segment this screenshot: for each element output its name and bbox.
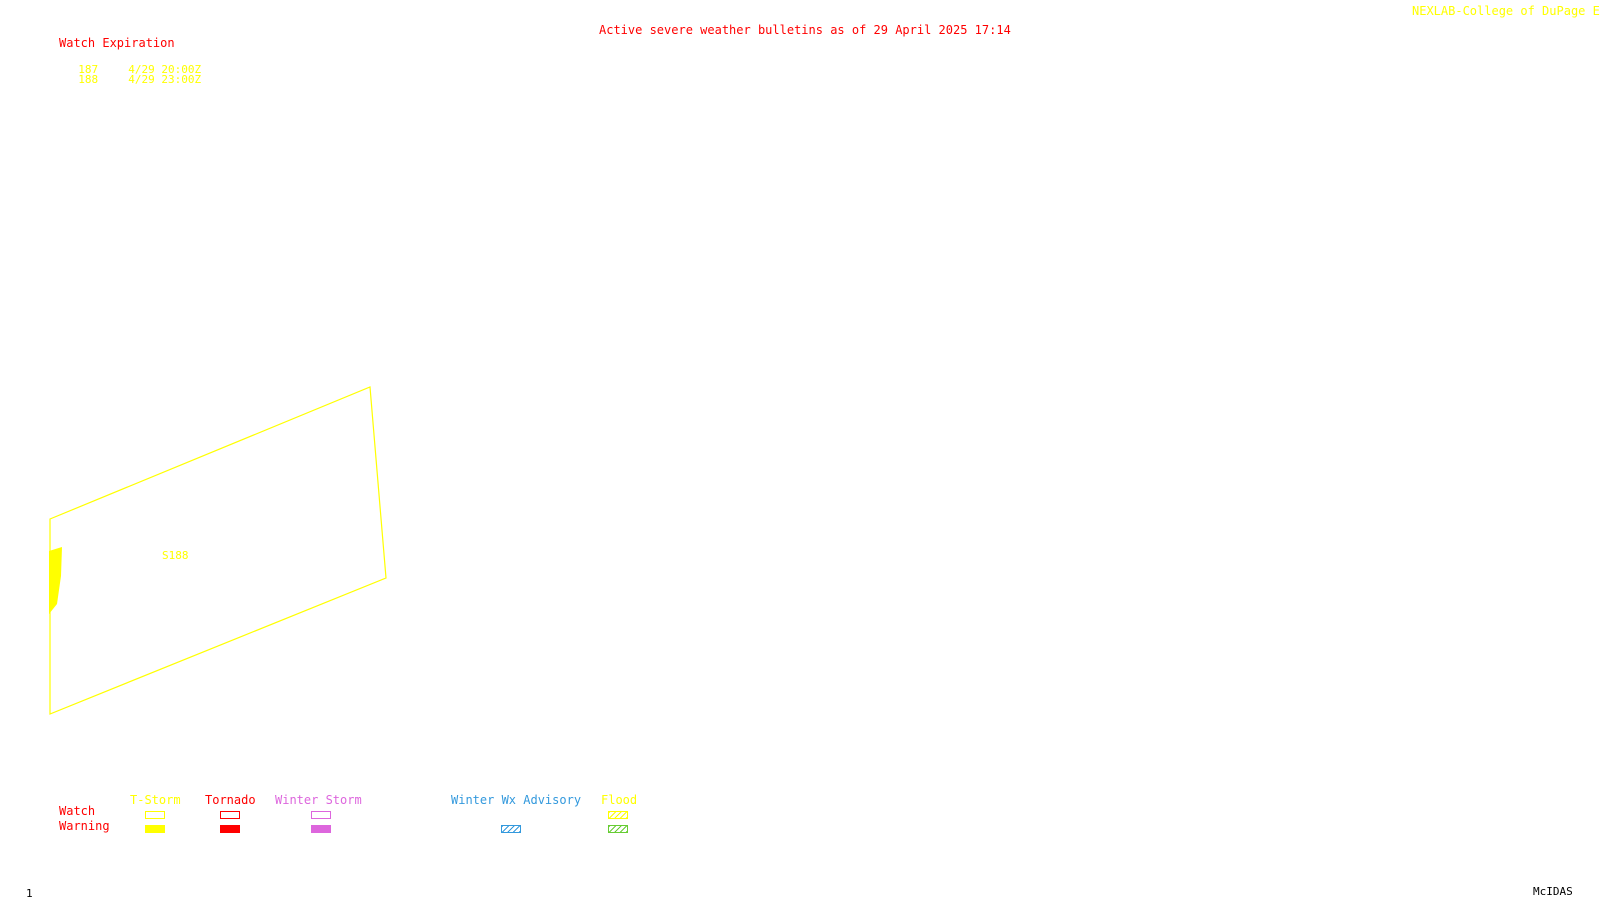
legend-tstorm-label: T-Storm <box>130 793 181 807</box>
watch-number: 187 <box>78 63 99 76</box>
winter-wx-advisory-swatch <box>501 825 521 833</box>
watch-expires: 4/29 20:00Z <box>128 63 202 76</box>
watch-expires: 4/29 23:00Z <box>128 73 202 86</box>
watch-expiration-row: 187 4/29 20:00Z <box>65 55 201 75</box>
tornado-watch-swatch <box>220 811 240 819</box>
legend-winter-wx-advisory-label: Winter Wx Advisory <box>451 793 582 807</box>
legend-winter-storm-label: Winter Storm <box>275 793 362 807</box>
tornado-warning-swatch <box>220 825 240 833</box>
watch-number: 188 <box>78 73 99 86</box>
legend-warning-label: Warning <box>59 819 110 833</box>
legend-watch-label: Watch <box>59 804 96 818</box>
winter-storm-watch-swatch <box>311 811 331 819</box>
winter-storm-warning-swatch <box>311 825 331 833</box>
watch-polygon-188[interactable] <box>49 386 387 715</box>
tstorm-watch-swatch <box>145 811 165 819</box>
watch-expiration-title: Watch Expiration <box>59 36 175 50</box>
tstorm-warning-swatch <box>145 825 165 833</box>
credit-text: NEXLAB-College of DuPage E <box>1412 4 1600 18</box>
page-number: 1 <box>26 887 33 900</box>
legend-flood-label: Flood <box>601 793 638 807</box>
bulletin-title: Active severe weather bulletins as of 29… <box>599 23 1011 37</box>
legend-tornado-label: Tornado <box>205 793 256 807</box>
watch-label-s188: S188 <box>162 549 189 562</box>
mcidas-label: McIDAS <box>1533 885 1573 898</box>
warning-polygon[interactable] <box>49 547 62 614</box>
flood-watch-swatch <box>608 811 628 819</box>
watch-expiration-row: 188 4/29 23:00Z <box>65 65 201 85</box>
flood-warning-swatch <box>608 825 628 833</box>
